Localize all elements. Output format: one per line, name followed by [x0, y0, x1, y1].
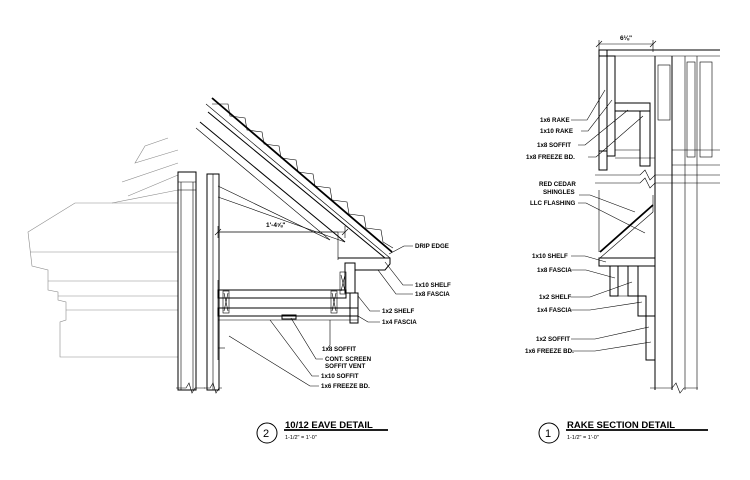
rake-label-1x8-fascia: 1x8 FASCIA [537, 267, 572, 274]
eave-label-1x8-fascia: 1x8 FASCIA [415, 291, 450, 298]
rake-label-1x8-freeze-board: 1x8 FREEZE BD. [526, 154, 575, 161]
rake-label-1x6-rake: 1x6 RAKE [540, 117, 570, 124]
rake-title-block: 1 RAKE SECTION DETAIL 1-1/2" = 1'-0" [538, 420, 708, 444]
eave-detail-drawing: 1'-4⅝" DRIP EDGE 1x10 SHELF 1x8 FASCIA 1… [27, 97, 451, 394]
eave-label-1x10-soffit: 1x10 SOFFIT [321, 373, 359, 380]
eave-leader-lines [228, 245, 413, 387]
rake-label-1x10-rake: 1x10 RAKE [540, 128, 573, 135]
eave-label-1x8-soffit: 1x8 SOFFIT [322, 346, 356, 353]
rake-label-red-cedar-line1: RED CEDAR [539, 181, 576, 188]
eave-label-1x2-shelf: 1x2 SHELF [382, 308, 415, 315]
rake-detail-title: RAKE SECTION DETAIL [567, 420, 675, 431]
roof-shingles [205, 97, 394, 259]
eave-fascia-assembly [338, 257, 391, 324]
rake-leader-lines [571, 89, 652, 352]
eave-label-screen-vent-line1: CONT. SCREEN [325, 356, 372, 363]
eave-label-drip-edge: DRIP EDGE [415, 243, 449, 250]
eave-title-block: 2 10/12 EAVE DETAIL 1-1/2" = 1'-0" [256, 420, 388, 444]
eave-label-1x10-shelf: 1x10 SHELF [415, 282, 451, 289]
wall-framing [176, 171, 222, 394]
rake-label-1x2-shelf: 1x2 SHELF [539, 294, 572, 301]
rake-lower-trim [598, 190, 656, 361]
rake-dimension [595, 40, 657, 52]
eave-dimension-text: 1'-4⅝" [266, 222, 285, 229]
roof-rafter [195, 111, 386, 260]
eave-label-1x6-freeze-board: 1x6 FREEZE BD. [321, 383, 370, 390]
eave-dimension [214, 226, 349, 238]
rake-detail-scale: 1-1/2" = 1'-0" [567, 435, 599, 441]
rake-label-1x10-shelf: 1x10 SHELF [532, 253, 568, 260]
rake-dimension-text: 6⅛" [620, 35, 632, 42]
eave-label-1x4-fascia: 1x4 FASCIA [382, 319, 417, 326]
rake-wall-framing [595, 49, 720, 394]
rake-detail-drawing: 6⅛" [525, 35, 720, 394]
eave-detail-number-circle [256, 422, 278, 444]
rake-label-1x2-soffit: 1x2 SOFFIT [536, 336, 570, 343]
rake-label-1x6-freeze-board: 1x6 FREEZE BD. [525, 348, 574, 355]
rake-shingles-flashing [599, 195, 654, 259]
eave-detail-number: 2 [263, 428, 269, 440]
eave-detail-scale: 1-1/2" = 1'-0" [285, 435, 317, 441]
eave-soffit-assembly [217, 280, 359, 360]
rake-label-llc-flashing: LLC FLASHING [530, 200, 576, 207]
rake-label-1x4-fascia: 1x4 FASCIA [537, 307, 572, 314]
rake-detail-number: 1 [545, 428, 551, 440]
background-cornice-outline [27, 137, 179, 358]
rake-label-1x8-soffit: 1x8 SOFFIT [537, 142, 571, 149]
eave-detail-title: 10/12 EAVE DETAIL [285, 420, 373, 431]
eave-label-screen-vent-line2: SOFFIT VENT [325, 363, 365, 370]
rake-detail-number-circle [538, 422, 560, 444]
rake-label-red-cedar-line2: SHINGLES [543, 189, 575, 196]
